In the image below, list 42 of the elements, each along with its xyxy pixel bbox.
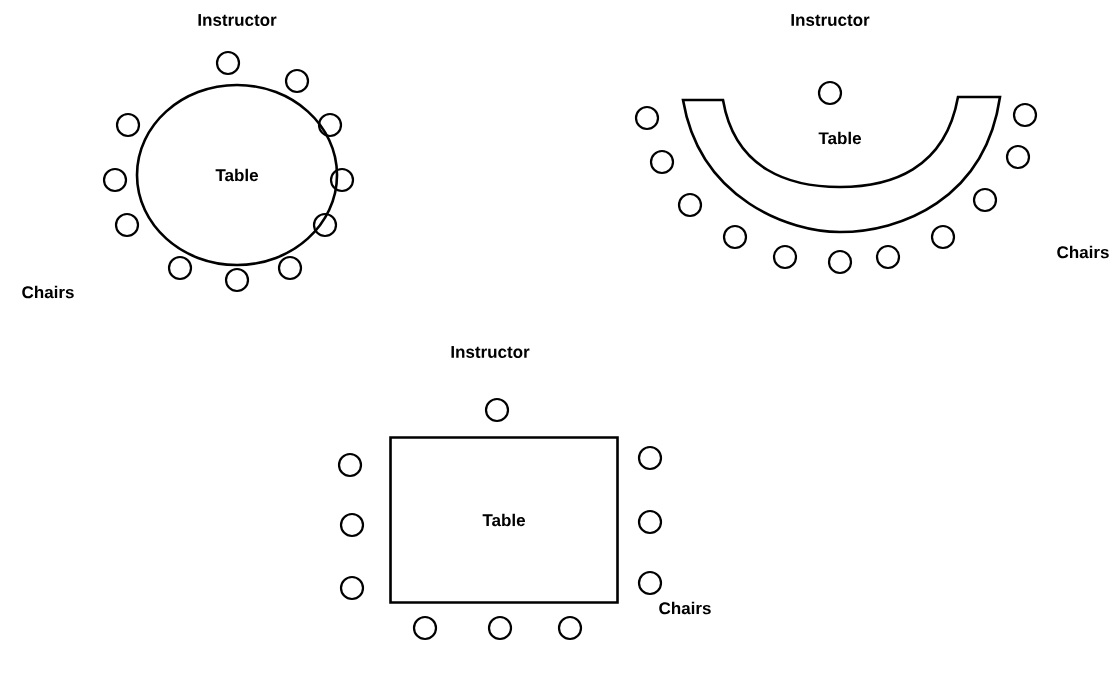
chair — [557, 615, 583, 641]
chair — [634, 105, 660, 131]
round-table: Table — [135, 83, 339, 267]
label: Instructor — [791, 14, 870, 26]
chair — [875, 244, 901, 270]
chair — [412, 615, 438, 641]
chair — [772, 244, 798, 270]
chair — [722, 224, 748, 250]
chair — [649, 149, 675, 175]
chair — [115, 112, 141, 138]
chair — [827, 249, 853, 275]
chair — [1005, 144, 1031, 170]
chair — [637, 509, 663, 535]
chair — [284, 68, 310, 94]
chair — [167, 255, 193, 281]
chair — [487, 615, 513, 641]
chair — [312, 212, 338, 238]
chair — [102, 167, 128, 193]
label: Chairs — [1057, 245, 1109, 259]
chair — [317, 112, 343, 138]
chair — [637, 445, 663, 471]
chair — [1012, 102, 1038, 128]
chair — [215, 50, 241, 76]
square-table: Table — [389, 436, 619, 604]
chair — [339, 512, 365, 538]
label: Instructor — [198, 14, 277, 26]
label: Chairs — [22, 285, 74, 299]
chair — [817, 80, 843, 106]
chair — [224, 267, 250, 293]
chair — [637, 570, 663, 596]
chair — [339, 575, 365, 601]
chair — [484, 397, 510, 423]
chair — [972, 187, 998, 213]
chair — [277, 255, 303, 281]
curved-table: Table — [681, 95, 1002, 234]
chair — [114, 212, 140, 238]
chair — [677, 192, 703, 218]
label: Chairs — [659, 601, 711, 615]
label: Instructor — [451, 346, 530, 358]
chair — [329, 167, 355, 193]
chair — [930, 224, 956, 250]
chair — [337, 452, 363, 478]
